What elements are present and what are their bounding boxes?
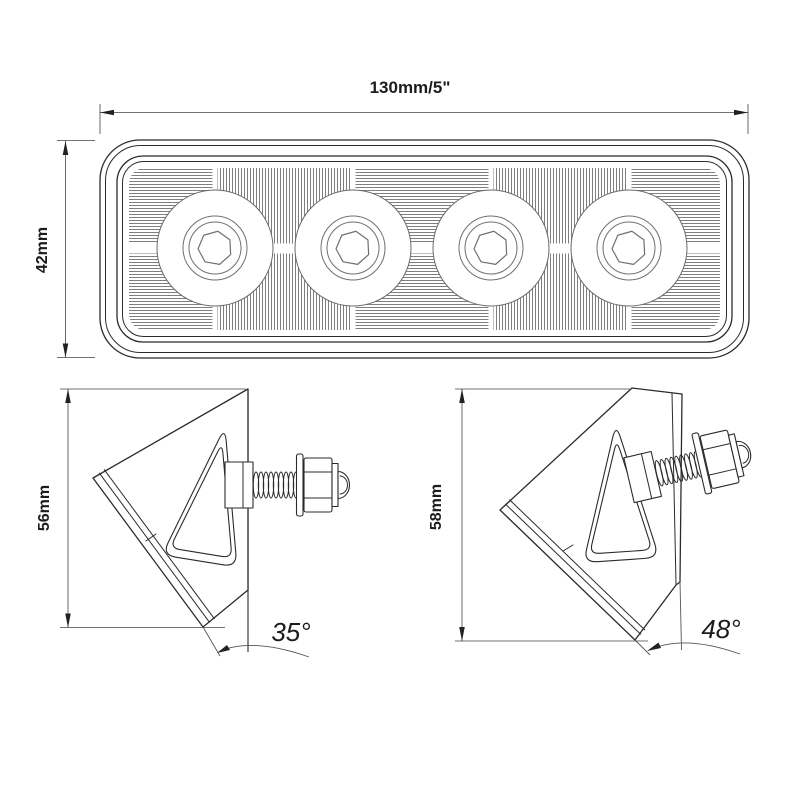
bracket-plate-line xyxy=(671,392,677,585)
width-dimension: 130mm/5" xyxy=(99,78,749,134)
lens-edge-lines xyxy=(98,469,215,623)
height-dimension-right-view: 58mm xyxy=(428,388,648,642)
side-view-35: 35° 56mm xyxy=(36,388,351,658)
height-label-left-view: 56mm xyxy=(36,485,53,531)
lens-edge-lines-tilted xyxy=(505,499,646,635)
height-label-right-view: 58mm xyxy=(428,484,445,530)
height-dimension-left-view: 56mm xyxy=(36,388,246,628)
angle-annotation-35: 35° xyxy=(202,617,311,658)
front-view: 130mm/5" 42mm xyxy=(34,78,750,359)
angle-annotation-48: 48° xyxy=(634,581,741,656)
led-lens-3 xyxy=(432,189,550,307)
height-dimension-label: 42mm xyxy=(34,227,51,273)
lamp-body-profile-tilted xyxy=(499,387,683,641)
angle-label-right: 48° xyxy=(701,614,740,644)
width-dimension-label: 130mm/5" xyxy=(370,78,451,97)
side-view-48: 48° 58mm xyxy=(428,387,769,656)
angle-label-left: 35° xyxy=(271,617,310,647)
led-lens-1 xyxy=(156,189,274,307)
height-dimension: 42mm xyxy=(34,140,95,358)
led-lens-2 xyxy=(294,189,412,307)
led-lens-4 xyxy=(570,189,688,307)
